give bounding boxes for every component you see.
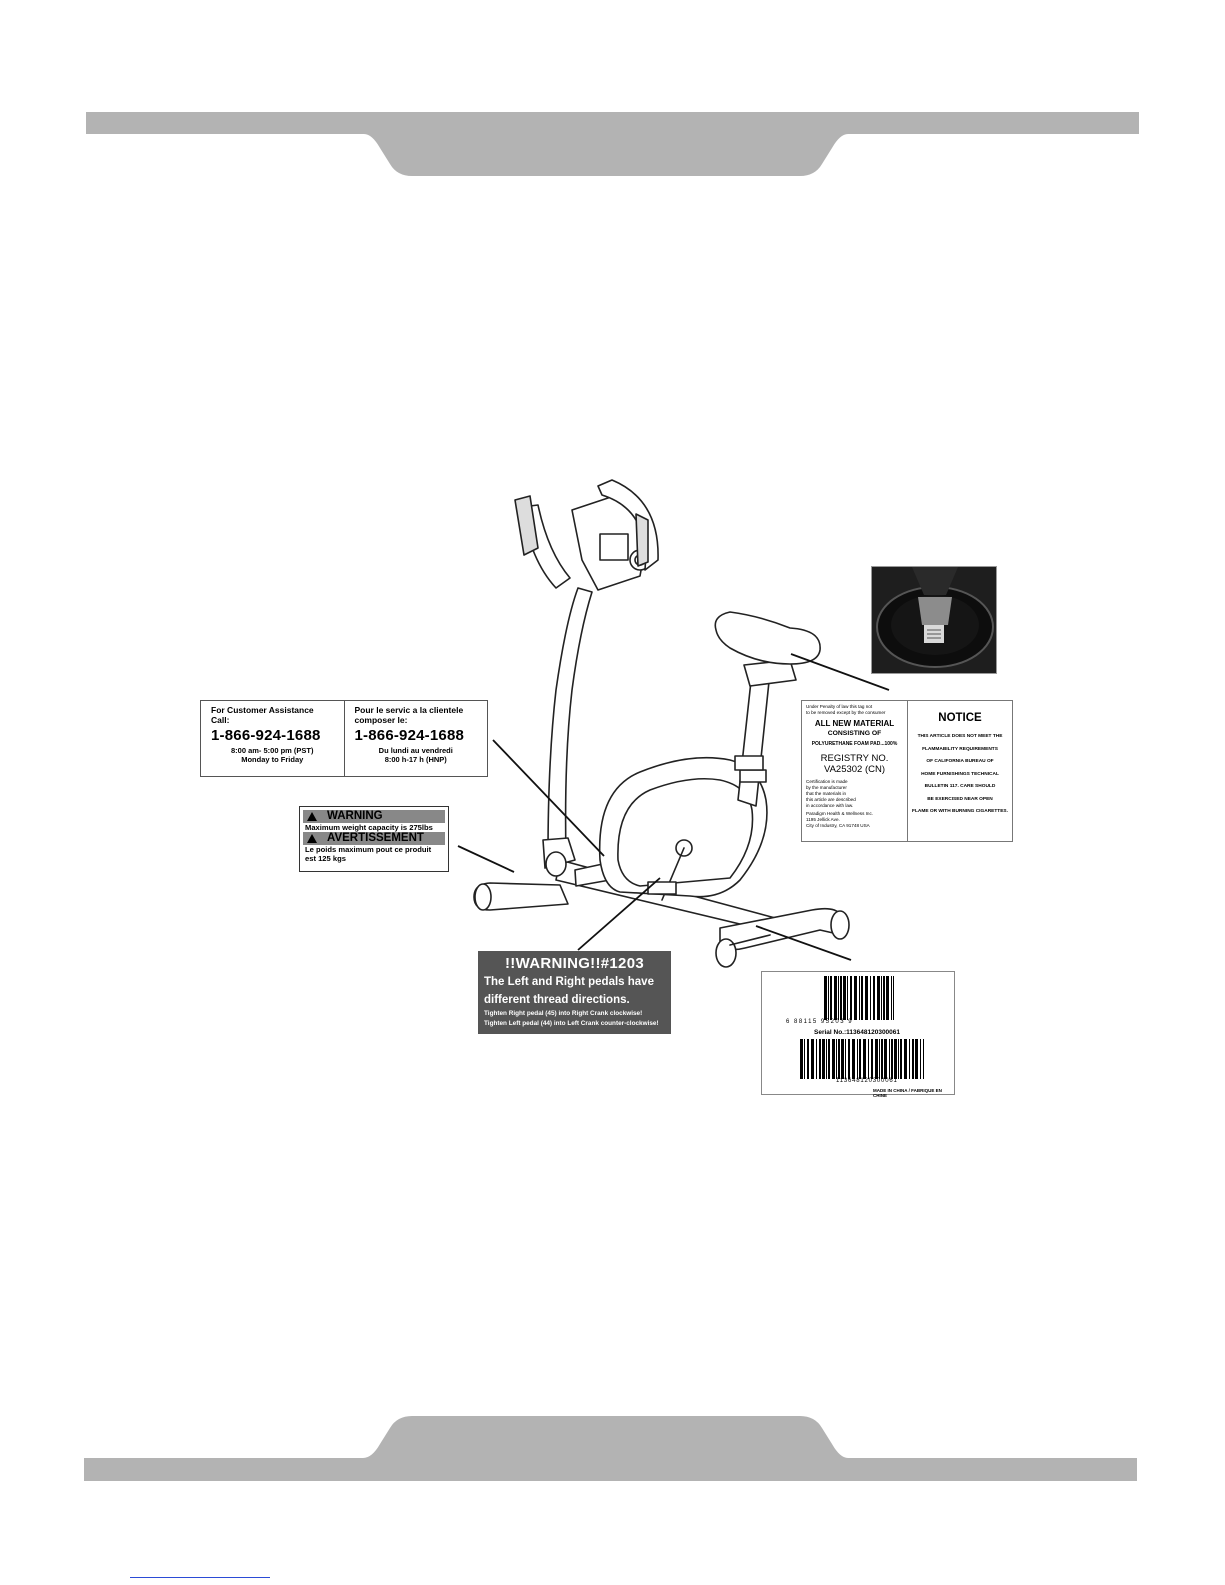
material-2: CONSISTING OF — [827, 730, 882, 737]
notice-line-6: BE EXERCISED NEAR OPEN — [927, 796, 993, 802]
pedal-warning-line-2: different thread directions. — [484, 994, 630, 1006]
registry-2: VA25302 (CN) — [823, 764, 886, 775]
avertissement-title: AVERTISSEMENT — [327, 832, 424, 844]
notice-line-4: HOME FURNISHINGS TECHNICAL — [921, 771, 999, 777]
serial-barcode-number: 113648120300061 — [836, 1078, 898, 1084]
material-3: POLYURETHANE FOAM PAD...100% — [811, 741, 898, 747]
assistance-days: Monday to Friday — [241, 755, 304, 764]
notice-line-2: FLAMMABILITY REQUIREMENTS — [922, 746, 998, 752]
assistance-heading-fr-1: Pour le servic a la clientele — [354, 705, 464, 715]
customer-assistance-label: For Customer Assistance Call: 1-866-924-… — [200, 700, 488, 777]
cert-4: this article are described — [806, 797, 856, 802]
serial-number: Serial No.:113648120300061 — [814, 1029, 901, 1036]
law-small-2: to be removed except by the consumer — [806, 710, 886, 715]
warning-text: Maximum weight capacity is 275lbs — [305, 823, 433, 832]
upc-barcode — [824, 976, 894, 1020]
pedal-warning-line-1: The Left and Right pedals have — [484, 976, 654, 988]
pedal-warning-line-3: Tighten Right pedal (45) into Right Cran… — [484, 1010, 643, 1017]
company-1: Paradigm Health & Wellness Inc. — [806, 811, 874, 816]
notice-line-3: OF CALIFORNIA BUREAU OF — [926, 759, 994, 764]
notice-line-5: BULLETIN 117. CARE SHOULD — [924, 784, 996, 789]
avertissement-text-2: est 125 kgs — [305, 854, 346, 863]
weight-warning-label: WARNING Maximum weight capacity is 275lb… — [299, 806, 449, 872]
avertissement-header: AVERTISSEMENT — [303, 832, 445, 845]
warning-title: WARNING — [327, 810, 383, 822]
law-label-right: NOTICE THIS ARTICLE DOES NOT MEET THE FL… — [908, 701, 1012, 841]
assistance-phone: 1-866-924-1688 — [211, 727, 321, 744]
customer-assistance-french: Pour le servic a la clientele composer l… — [343, 701, 488, 776]
pedal-warning-line-4: Tighten Left pedal (44) into Left Crank … — [484, 1020, 659, 1027]
avertissement-text-1: Le poids maximum pout ce produit — [305, 845, 432, 854]
cert-1: Certification is made — [806, 779, 848, 784]
notice-title: NOTICE — [938, 712, 982, 724]
law-small-1: Under Penalty of law this tag not — [806, 704, 873, 709]
bottom-link-underline — [130, 1577, 270, 1578]
serial-barcode — [800, 1039, 924, 1079]
assistance-heading: For Customer Assistance Call: — [211, 705, 314, 725]
company-3: City of Industry, CA 91748 USA — [806, 823, 870, 828]
notice-line-7: FLAME OR WITH BURNING CIGARETTES. — [912, 809, 1008, 814]
cert-5: in accordance with law. — [806, 803, 854, 808]
pedal-warning-title: !!WARNING!!#1203 — [505, 955, 644, 972]
assistance-hours-fr: 8:00 h-17 h (HNP) — [384, 755, 447, 764]
warning-header: WARNING — [303, 810, 445, 823]
assistance-hours: 8:00 am- 5:00 pm (PST) — [230, 746, 314, 755]
pedal-warning-label: !!WARNING!!#1203 The Left and Right peda… — [478, 951, 671, 1034]
warning-triangle-icon — [307, 834, 317, 843]
serial-barcode-label: 6 88115 95203 9 Serial No.:1136481203000… — [761, 971, 955, 1098]
cert-2: by the manufacturer — [806, 785, 847, 790]
company-2: 1195 Jellick Ave. — [806, 817, 840, 822]
registry-1: REGISTRY NO. — [820, 753, 889, 764]
material-1: ALL NEW MATERIAL — [814, 719, 895, 728]
assistance-days-fr: Du lundi au vendredi — [378, 746, 453, 755]
seat-law-label: Under Penalty of law this tag not to be … — [801, 700, 1013, 842]
made-in-china: MADE IN CHINA / FABRIQUE EN CHINE — [873, 1088, 942, 1098]
assistance-phone-fr: 1-866-924-1688 — [354, 727, 465, 744]
warning-triangle-icon — [307, 812, 317, 821]
law-label-left: Under Penalty of law this tag not to be … — [802, 701, 908, 841]
customer-assistance-english: For Customer Assistance Call: 1-866-924-… — [201, 701, 344, 776]
assistance-heading-fr-2: composer le: — [354, 715, 408, 725]
notice-line-1: THIS ARTICLE DOES NOT MEET THE — [917, 734, 1003, 739]
cert-3: that the materials in — [806, 791, 847, 796]
seat-underside-photo — [871, 566, 997, 674]
upc-number: 6 88115 95203 9 — [786, 1019, 854, 1025]
header-bar — [86, 112, 1139, 176]
